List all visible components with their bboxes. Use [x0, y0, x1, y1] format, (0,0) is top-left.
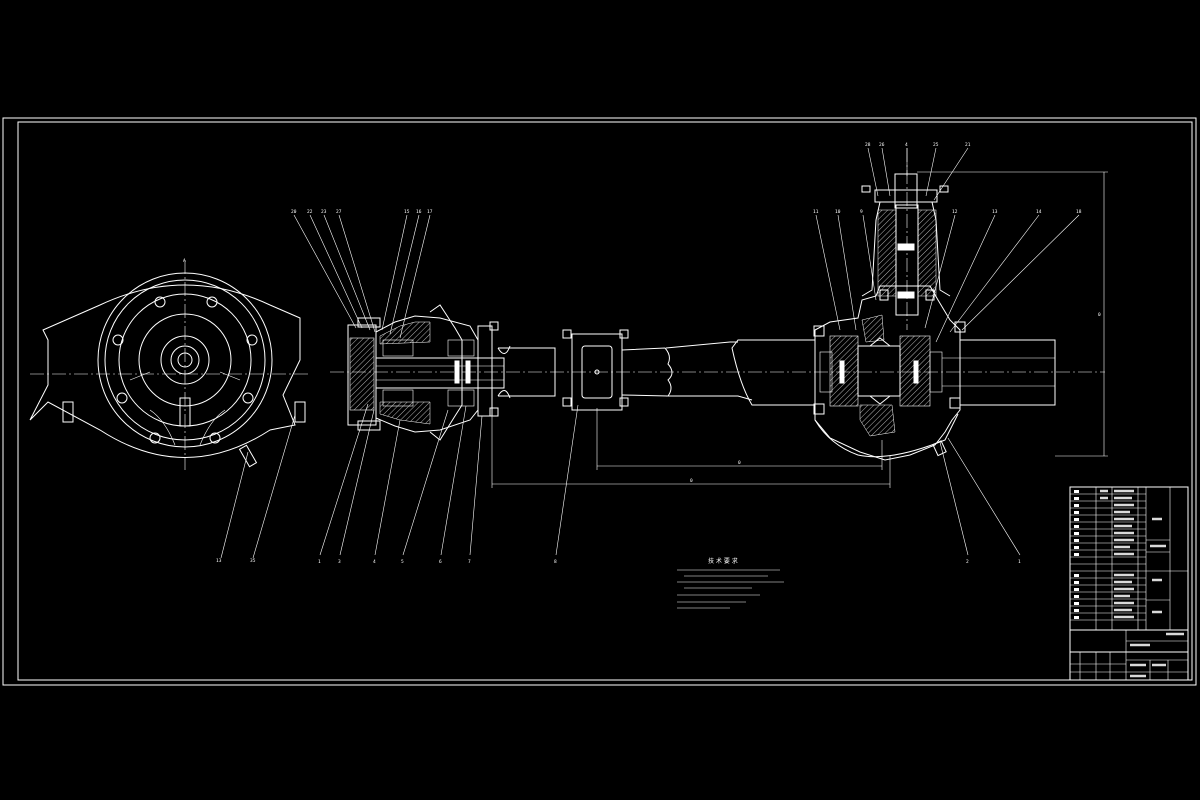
- svg-text:13: 13: [992, 209, 998, 215]
- svg-text:35: 35: [250, 558, 256, 564]
- svg-text:0: 0: [690, 478, 693, 484]
- svg-text:5: 5: [401, 559, 404, 565]
- svg-text:23: 23: [321, 209, 327, 215]
- svg-text:技 术 要 求: 技 术 要 求: [708, 557, 738, 565]
- svg-text:26: 26: [879, 142, 885, 148]
- svg-text:12: 12: [952, 209, 958, 215]
- svg-text:0: 0: [1098, 312, 1101, 318]
- svg-text:1: 1: [318, 559, 321, 565]
- svg-text:17: 17: [427, 209, 433, 215]
- dimension-lines: 0 0 0: [491, 171, 1108, 488]
- svg-text:22: 22: [307, 209, 313, 215]
- title-block: [1069, 486, 1189, 681]
- svg-text:15: 15: [404, 209, 410, 215]
- svg-text:18: 18: [1076, 209, 1082, 215]
- svg-text:16: 16: [416, 209, 422, 215]
- technical-notes: 技 术 要 求: [677, 557, 784, 609]
- axle-section-view: [330, 148, 1105, 461]
- drawing-border: [2, 117, 1197, 686]
- svg-text:9: 9: [860, 209, 863, 215]
- side-view-housing: 13 35 A: [29, 258, 310, 564]
- bolt-circle: [112, 296, 258, 444]
- svg-text:0: 0: [738, 460, 741, 466]
- svg-text:13: 13: [216, 558, 222, 564]
- svg-text:4: 4: [373, 559, 376, 565]
- svg-text:27: 27: [336, 209, 342, 215]
- svg-text:A: A: [183, 258, 186, 264]
- svg-text:6: 6: [439, 559, 442, 565]
- svg-text:3: 3: [338, 559, 341, 565]
- svg-text:28: 28: [865, 142, 871, 148]
- svg-text:20: 20: [291, 209, 297, 215]
- svg-text:1: 1: [1018, 559, 1021, 565]
- svg-text:4: 4: [905, 142, 908, 148]
- svg-text:8: 8: [554, 559, 557, 565]
- svg-text:7: 7: [468, 559, 471, 565]
- svg-text:25: 25: [933, 142, 939, 148]
- svg-text:21: 21: [965, 142, 971, 148]
- svg-text:11: 11: [813, 209, 819, 215]
- svg-text:14: 14: [1036, 209, 1042, 215]
- svg-text:10: 10: [835, 209, 841, 215]
- svg-text:2: 2: [966, 559, 969, 565]
